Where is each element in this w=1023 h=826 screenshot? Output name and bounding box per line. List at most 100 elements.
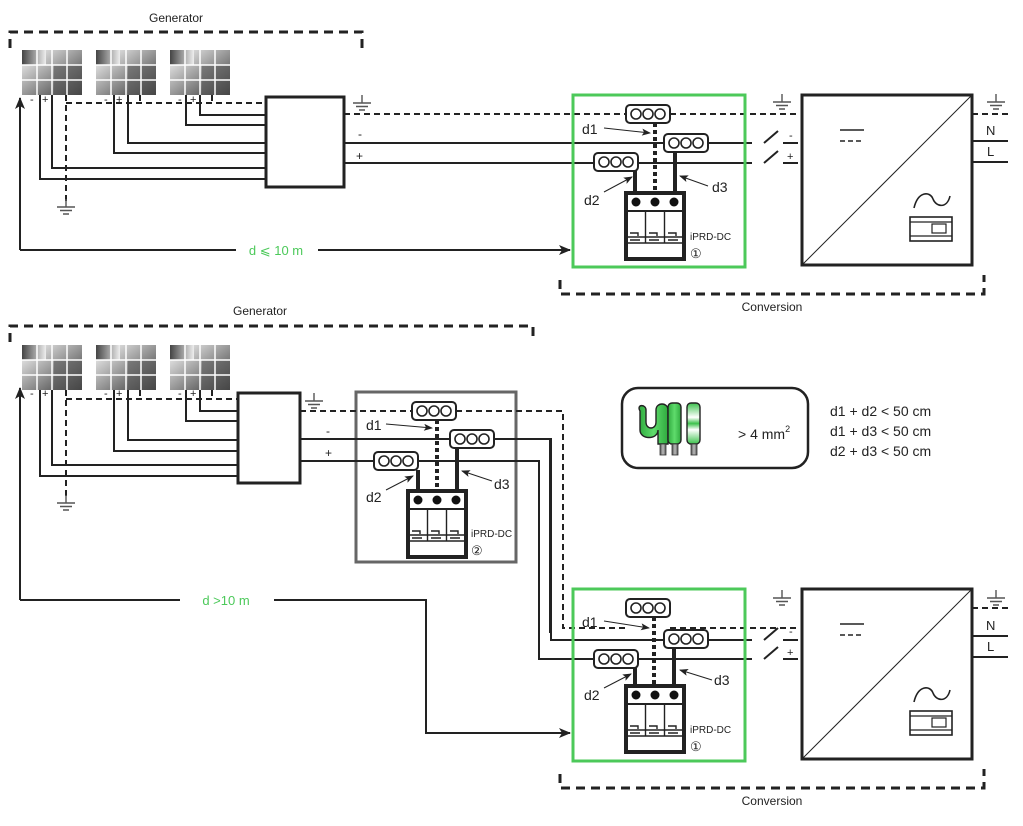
surge-protector-device — [406, 489, 468, 559]
panel-minus-label: - — [30, 388, 34, 400]
inverter-icon — [800, 587, 974, 761]
ground-icon — [352, 94, 372, 111]
inverter-icon — [800, 93, 974, 267]
conversion-boundary — [558, 769, 986, 790]
panel-minus-label: - — [178, 94, 182, 106]
distance-rule: d1 + d2 < 50 cm — [830, 403, 931, 419]
distance-arrow — [20, 599, 570, 733]
d3-label: d3 — [494, 476, 510, 492]
solar-panel-icon — [95, 49, 157, 96]
spd-model-label: iPRD-DC — [690, 232, 731, 243]
surge-protector-device — [624, 684, 686, 754]
combiner-box — [236, 391, 302, 485]
cable-legend: > 4 mm2 d1 + d2 < 50 cm d1 + d3 < 50 cm … — [620, 386, 931, 470]
protection-zone-box — [571, 587, 747, 763]
generator-boundary — [8, 324, 535, 342]
string-wire — [199, 390, 238, 412]
ground-icon — [986, 93, 1006, 110]
panel-plus-label: + — [116, 388, 122, 400]
distance-rule: d2 + d3 < 50 cm — [830, 443, 931, 459]
string-wire — [39, 390, 238, 477]
ground-icon — [986, 589, 1006, 606]
spd-number-badge: ① — [690, 246, 702, 261]
spd-model-label: iPRD-DC — [690, 725, 731, 736]
ground-icon — [56, 494, 76, 511]
solar-panel-icon — [169, 344, 231, 391]
panel-plus-label: + — [42, 94, 48, 106]
plus-label: + — [356, 149, 363, 163]
panel-earth-wire — [65, 95, 266, 204]
d2-label: d2 — [366, 489, 382, 505]
d1-label: d1 — [582, 121, 598, 137]
line-label: L — [987, 639, 994, 654]
d3-label: d3 — [712, 179, 728, 195]
panel-minus-label: - — [30, 94, 34, 106]
d2-label: d2 — [584, 192, 600, 208]
inverter-minus-label: - — [789, 626, 793, 638]
panel-plus-label: + — [190, 388, 196, 400]
d3-label: d3 — [714, 672, 730, 688]
ac-output-lines — [972, 140, 1008, 163]
dc-plus-line — [300, 460, 798, 660]
string-wire — [185, 95, 266, 126]
neutral-label: N — [986, 618, 995, 633]
surge-protector-device — [624, 191, 686, 261]
d1-label: d1 — [582, 614, 598, 630]
inverter-plus-label: + — [787, 647, 793, 659]
minus-label: - — [326, 424, 330, 438]
ac-output-lines — [972, 635, 1008, 658]
string-wire — [199, 95, 266, 116]
string-wire — [127, 390, 238, 441]
generator-boundary — [8, 30, 364, 48]
distance-rule: d1 + d3 < 50 cm — [830, 423, 931, 439]
panel-plus-label: + — [42, 388, 48, 400]
inverter-plus-label: + — [787, 151, 793, 163]
ground-icon — [56, 198, 76, 215]
panel-minus-label: - — [104, 388, 108, 400]
dc-plus-line — [344, 150, 798, 164]
combiner-box — [264, 95, 346, 189]
line-label: L — [987, 144, 994, 159]
string-wire — [185, 390, 238, 422]
earth-bus — [300, 410, 798, 629]
conversion-boundary — [558, 275, 986, 296]
spd-number-badge: ① — [690, 739, 702, 754]
terminal-block-earth — [625, 598, 671, 618]
string-wire — [51, 390, 238, 466]
terminal-block-plus — [373, 451, 419, 471]
bottom-diagram: Generator - + - + - + - + — [8, 304, 1008, 808]
conversion-label: Conversion — [742, 794, 803, 808]
neutral-label: N — [986, 123, 995, 138]
dc-minus-line — [300, 438, 798, 641]
string-wire — [51, 95, 266, 169]
string-wire — [127, 95, 266, 144]
top-diagram: Generator - + - + - + - + — [8, 11, 1008, 314]
terminal-block-plus — [593, 152, 639, 172]
panel-plus-label: + — [190, 94, 196, 106]
distance-label: d ⩽ 10 m — [249, 243, 303, 258]
string-wire — [113, 390, 238, 452]
ground-icon — [772, 589, 792, 606]
d2-label: d2 — [584, 687, 600, 703]
terminal-block-earth — [411, 401, 457, 421]
ground-icon — [304, 392, 324, 409]
conversion-label: Conversion — [742, 300, 803, 314]
generator-label: Generator — [149, 11, 203, 25]
string-wire — [113, 95, 266, 154]
panel-plus-label: + — [116, 94, 122, 106]
cable-section-icon — [638, 402, 701, 456]
ground-icon — [772, 93, 792, 110]
minus-label: - — [358, 127, 362, 141]
terminal-block-minus — [663, 133, 709, 153]
solar-panel-icon — [21, 344, 83, 391]
inverter-minus-label: - — [789, 130, 793, 142]
distance-label: d >10 m — [202, 593, 249, 608]
terminal-block-plus — [593, 649, 639, 669]
panel-minus-label: - — [178, 388, 182, 400]
solar-panel-icon — [95, 344, 157, 391]
d1-label: d1 — [366, 417, 382, 433]
panel-earth-wire — [65, 390, 238, 500]
terminal-block-minus — [663, 629, 709, 649]
solar-panel-icon — [21, 49, 83, 96]
